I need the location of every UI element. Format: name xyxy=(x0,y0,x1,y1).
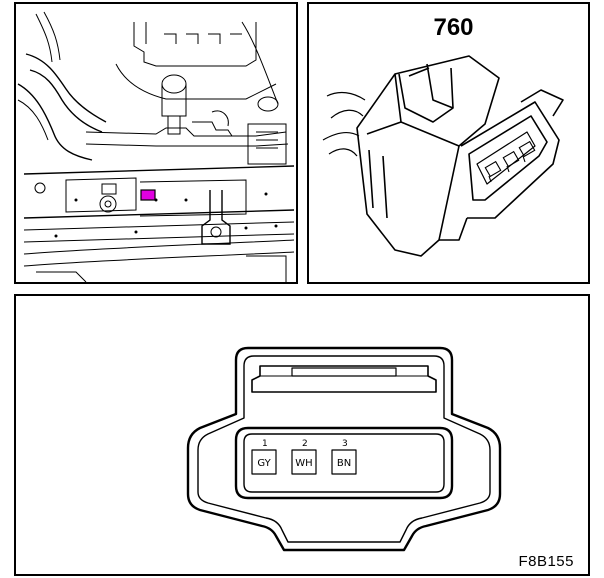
pin-number-3: 3 xyxy=(342,439,348,449)
drawing-id: F8B155 xyxy=(518,553,574,570)
pin-number-2: 2 xyxy=(302,439,308,449)
connector-location-marker xyxy=(140,189,156,201)
pin-wire-color-2: WH xyxy=(295,458,312,469)
connector-face-illustration: 1 2 3 GY WH BN xyxy=(186,346,502,552)
connector-face-view-panel: 1 2 3 GY WH BN F8B155 xyxy=(14,294,590,576)
terminal-housing xyxy=(234,426,454,500)
pin-wire-color-3: BN xyxy=(337,458,351,469)
pin-number-1: 1 xyxy=(262,439,268,449)
pin-cavity-3 xyxy=(331,449,357,475)
connector-isometric-illustration xyxy=(322,55,564,257)
pin-cavity-1 xyxy=(251,449,277,475)
pin-cavity-2 xyxy=(291,449,317,475)
engine-bay-illustration xyxy=(17,11,295,282)
connector-outer-shell xyxy=(186,346,502,552)
engine-bay-location-panel xyxy=(14,2,298,284)
connector-isometric-panel: 760 xyxy=(307,2,590,284)
pin-wire-color-1: GY xyxy=(257,458,271,469)
connector-number: 760 xyxy=(433,14,474,41)
locking-latch xyxy=(251,365,437,393)
